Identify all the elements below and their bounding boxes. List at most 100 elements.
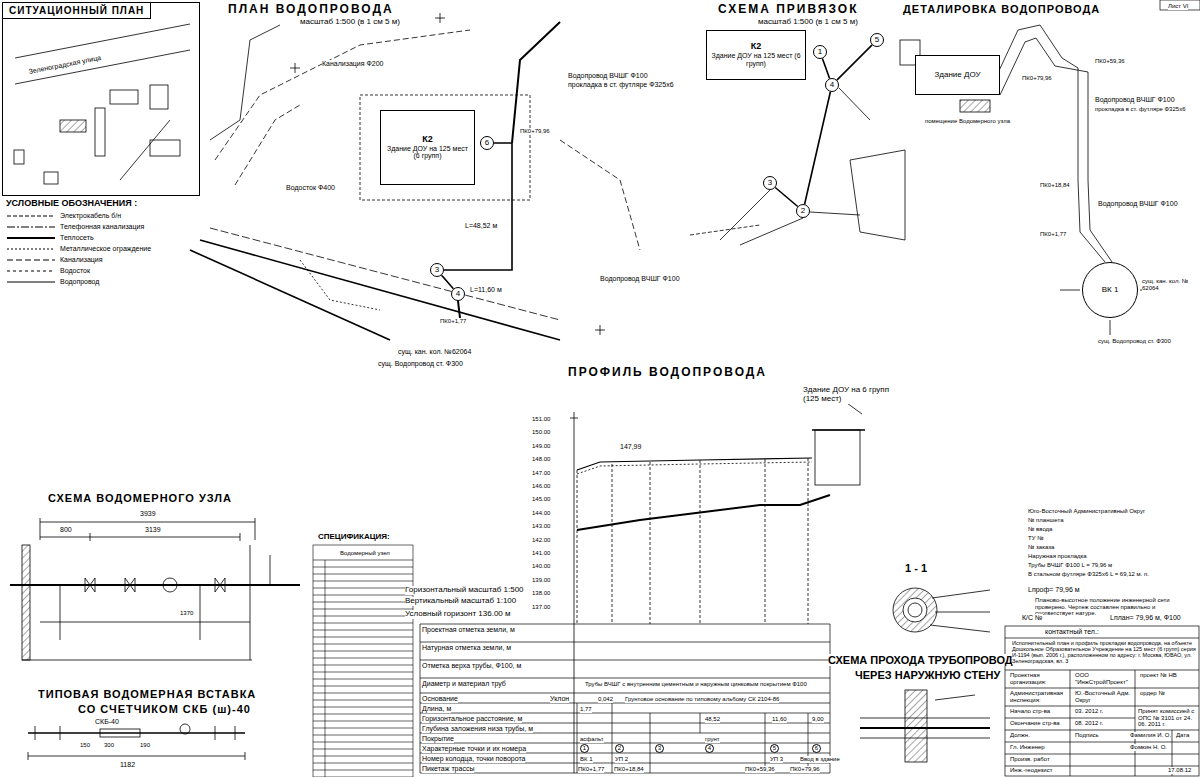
drawing-line	[420, 624, 830, 625]
drawing-label: Основание	[422, 695, 458, 703]
drawing-line	[235, 726, 236, 740]
drawing-line	[313, 756, 413, 757]
circle-marker: 2	[615, 744, 624, 753]
drawing-label: ПК0+1,77	[1040, 231, 1066, 238]
drawing-label: № планшета	[1028, 517, 1063, 524]
drawing-label: ПК0+1,77	[440, 318, 466, 325]
drawing-label: 3939	[140, 510, 156, 518]
drawing-line	[313, 749, 413, 750]
drawing-line	[440, 13, 441, 23]
drawing-label: 140.00	[532, 563, 550, 570]
meter-insert-drawing	[28, 724, 245, 760]
drawing-label: Здание ДОУ на 6 групп (125 мест)	[803, 386, 893, 404]
drawing-label: ПК0+79,96	[520, 128, 550, 135]
drawing-circle	[908, 603, 922, 617]
drawing-label: прокладка в ст. футляре Ф325х6	[1095, 106, 1185, 113]
node-title: 1	[818, 48, 822, 57]
legend-row: Телефонная канализация	[6, 223, 144, 231]
legend-line	[7, 227, 55, 228]
legend-text: Металлическое ограждение	[60, 245, 151, 252]
drawing-rect	[14, 150, 24, 164]
drawing-label: сущ. Водопровод ст. Ф300	[378, 360, 463, 368]
legend-line	[7, 249, 55, 250]
drawing-line	[313, 686, 413, 687]
drawing-label: Трубы ВЧШГ Ф100 L = 79,96 м	[1028, 562, 1112, 569]
drawing-rect	[60, 120, 86, 132]
drawing-line	[860, 738, 990, 739]
drawing-label: Фомкин Н. О.	[1130, 744, 1167, 751]
node-title: 3	[435, 266, 439, 275]
drawing-line	[313, 707, 413, 708]
legend-line	[7, 237, 55, 239]
legend-row: Металлическое ограждение	[6, 245, 151, 253]
drawing-line	[420, 660, 830, 661]
drawing-label: ПК0+79,96	[1022, 75, 1052, 82]
drawing-label: контактный тел.:	[1045, 628, 1099, 636]
drawing-label: В стальном футляре Ф325х6 L = 69,12 м. п…	[1028, 571, 1149, 578]
drawing-label: Горизонтальный масштаб 1:500	[405, 586, 524, 595]
drawing-rect	[22, 545, 30, 660]
drawing-label: Исполнительный план и профиль прокладки …	[1012, 640, 1196, 664]
drawing-rect	[815, 430, 860, 485]
circle-marker: 5	[870, 33, 884, 47]
drawing-line	[313, 644, 413, 645]
node-title: 5	[773, 745, 776, 752]
legend-text: Телефонная канализация	[60, 223, 144, 230]
drawing-line	[28, 752, 29, 760]
drawing-label: ПК0+18,84	[614, 766, 644, 773]
drawing-label: масштаб 1:500 (в 1 см 5 м)	[300, 18, 400, 27]
drawing-label: Административная инспекция:	[1010, 690, 1068, 703]
drawing-line	[1005, 670, 1199, 671]
drawing-label: Трубы ВЧШГ с внутренним цементным и нару…	[585, 681, 807, 688]
drawing-line	[120, 120, 170, 180]
pipe-connector	[805, 92, 831, 204]
node-title: 4	[456, 290, 460, 299]
drawing-line	[90, 533, 91, 541]
circle-marker: 1	[813, 45, 827, 59]
node-title: 6	[485, 139, 489, 148]
drawing-rect	[150, 140, 180, 156]
drawing-line	[313, 630, 413, 631]
drawing-label: 144.00	[532, 510, 550, 517]
drawing-label: 9,00	[812, 716, 824, 723]
drawing-line	[60, 585, 61, 640]
drawing-label: Номер колодца, точки поворота	[422, 755, 525, 763]
drawing-line	[313, 623, 413, 624]
drawing-line	[420, 624, 421, 773]
drawing-label: ПК0+18,84	[1040, 182, 1070, 189]
drawing-line	[313, 560, 413, 561]
drawing-label: УП 3	[770, 756, 783, 763]
drawing-line	[420, 703, 830, 704]
drawing-line	[1005, 706, 1199, 707]
drawing-line	[808, 458, 809, 624]
drawing-line	[690, 225, 760, 235]
drawing-label: 1 - 1	[905, 562, 927, 574]
situation-plan-drawing	[14, 24, 190, 184]
circle-marker: 2	[796, 204, 810, 218]
drawing-label: УСЛОВНЫЕ ОБОЗНАЧЕНИЯ :	[6, 199, 137, 209]
drawing-line	[210, 228, 560, 320]
drawing-line	[600, 325, 601, 335]
node-title: 4	[830, 81, 834, 90]
drawing-polygon	[85, 578, 95, 592]
section-drawing	[893, 588, 990, 632]
drawing-label: Лист VI	[1168, 3, 1188, 10]
drawing-label: 145.00	[532, 496, 550, 503]
drawing-line	[215, 726, 216, 740]
drawing-label: 148.00	[532, 456, 550, 463]
drawing-line	[313, 567, 413, 568]
drawing-rect	[960, 100, 990, 112]
legend-row: Водопровод	[6, 278, 99, 286]
legend-text: Водопровод	[60, 278, 99, 285]
drawing-label: 151.00	[532, 416, 550, 423]
drawing-line	[28, 732, 245, 734]
drawing-label: СКБ-40	[95, 718, 119, 726]
legend-row: Канализация	[6, 256, 103, 264]
drawing-line	[420, 743, 830, 744]
drawing-label: Пикетаж трассы	[422, 765, 474, 773]
drawing-label: 147.00	[532, 470, 550, 477]
drawing-label: Водомерный узел	[340, 550, 390, 557]
node-title: 3	[658, 745, 661, 752]
drawing-label: 150.00	[532, 429, 550, 436]
legend-sample	[6, 234, 56, 242]
